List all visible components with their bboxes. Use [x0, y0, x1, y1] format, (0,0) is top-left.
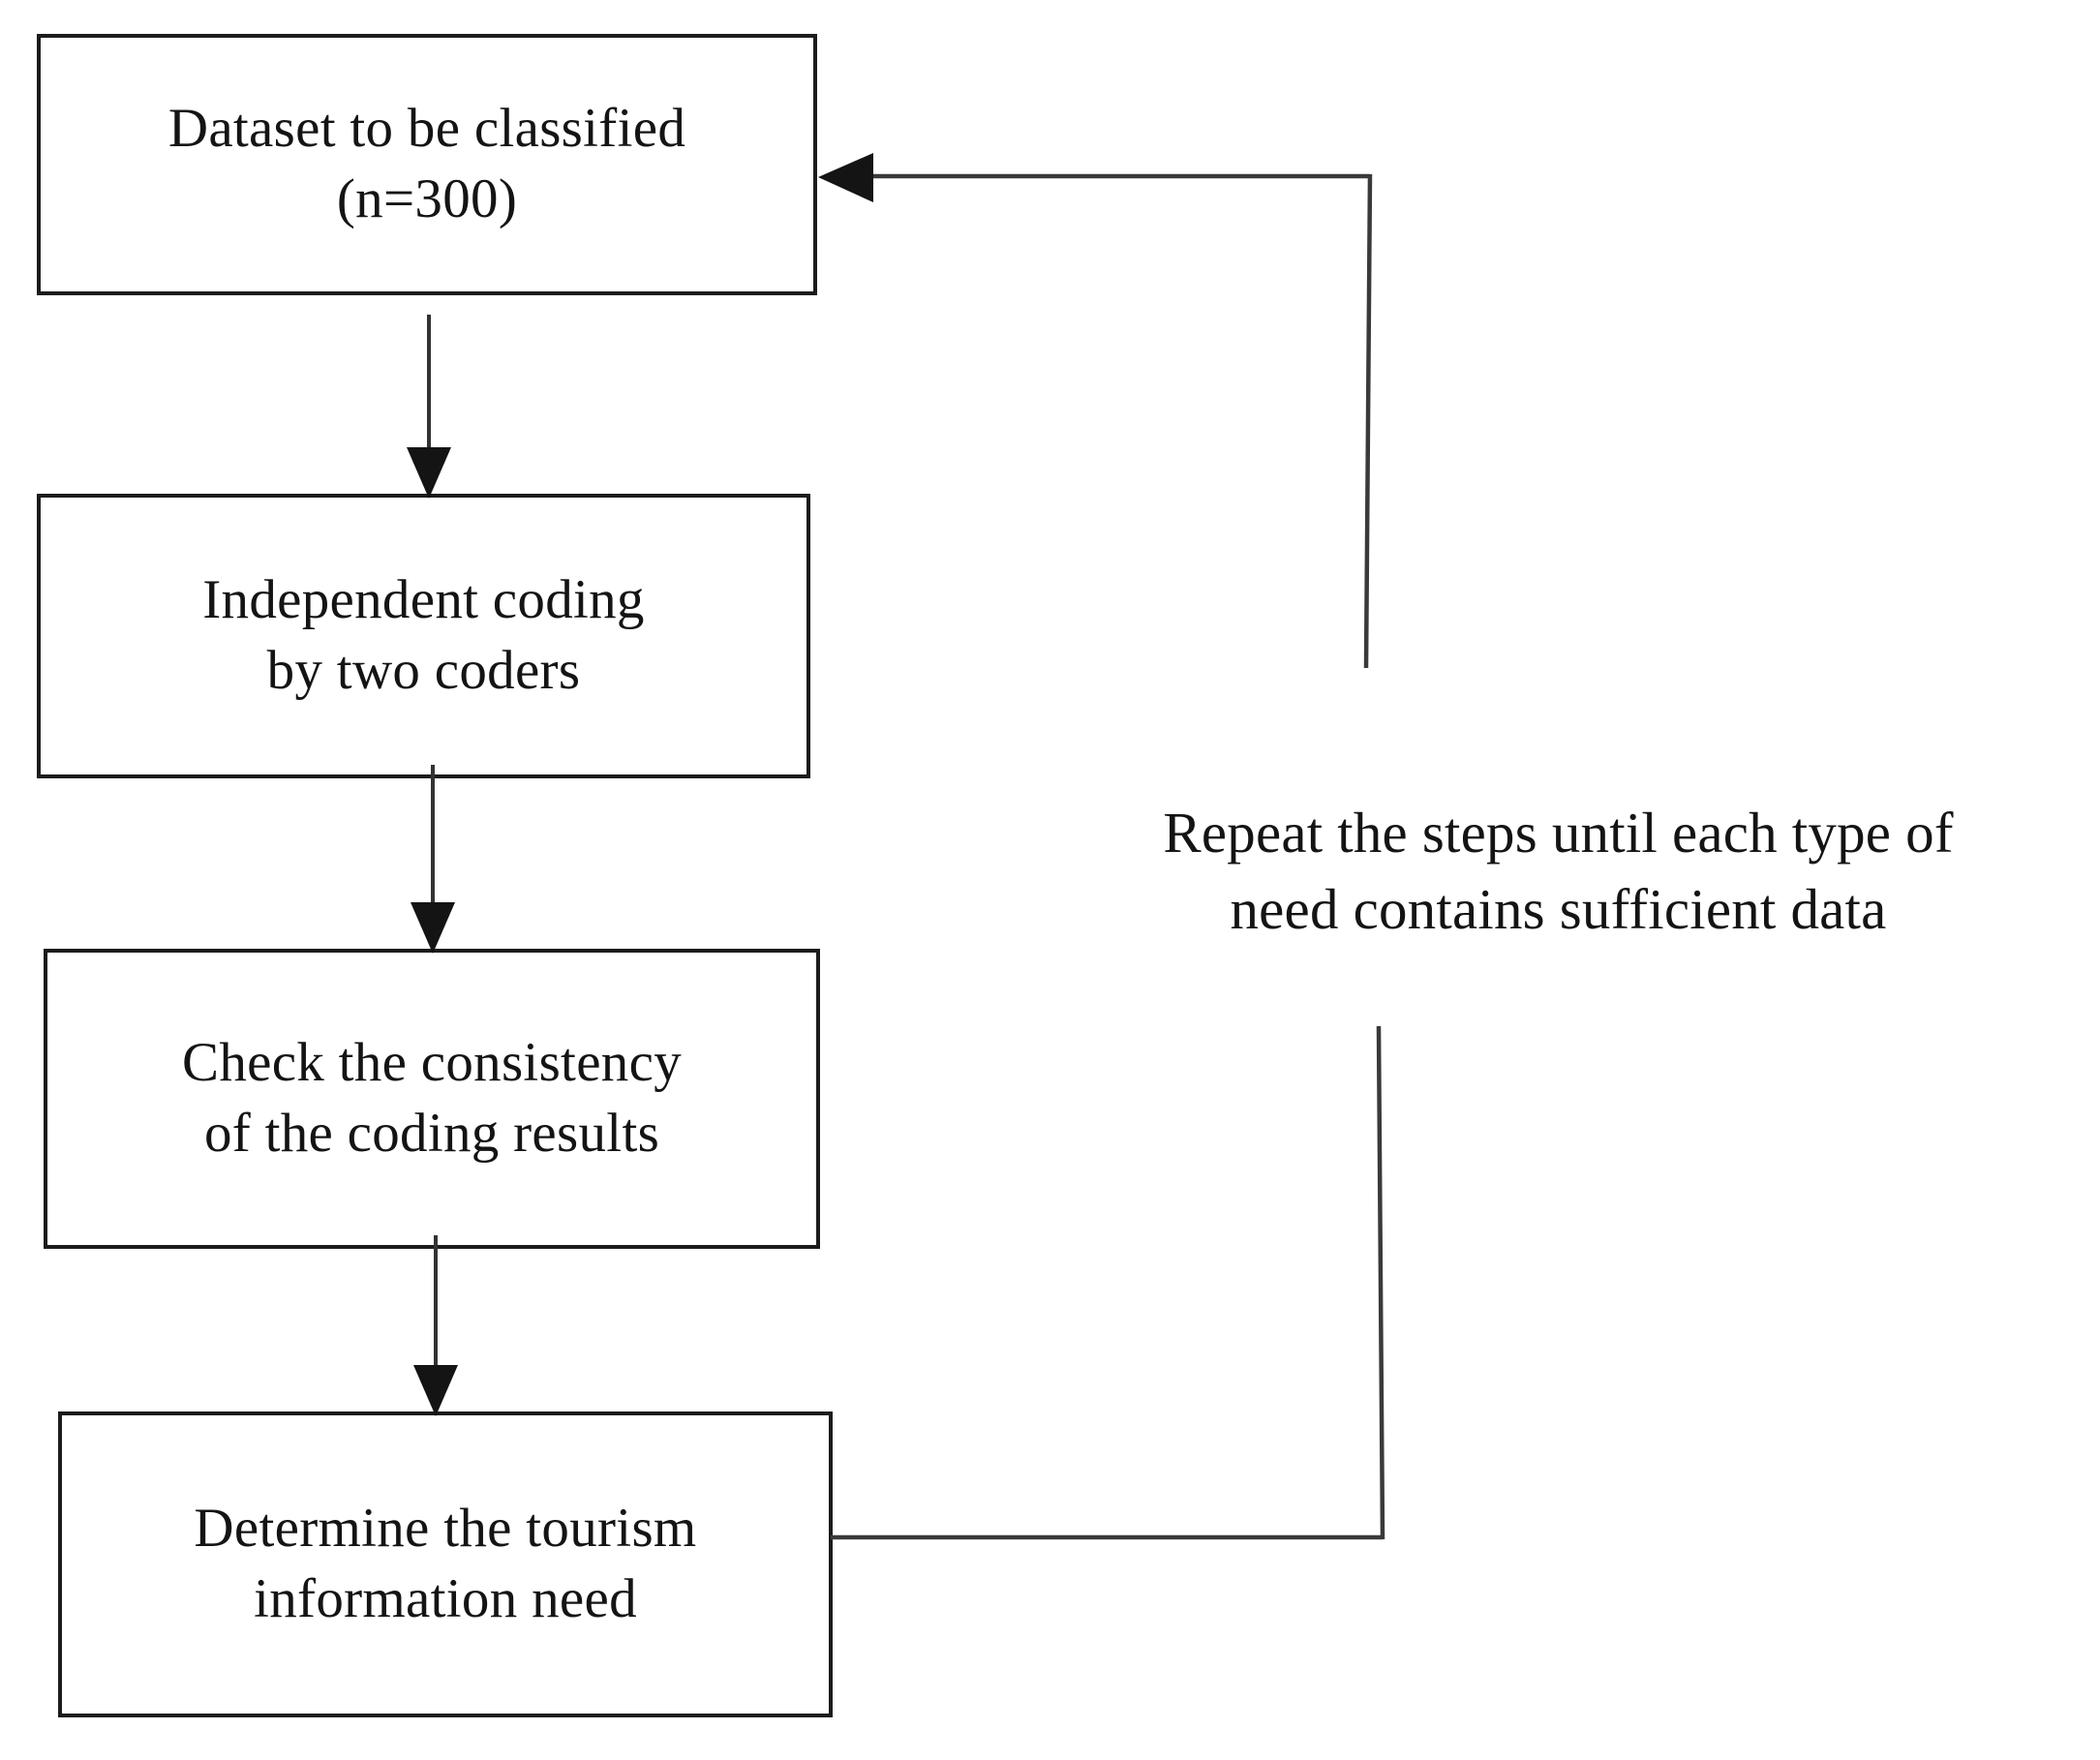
node-box-dataset[interactable]: [37, 34, 817, 295]
node-box-determine[interactable]: [58, 1411, 833, 1717]
edge-feedback-loop: [818, 153, 1385, 1540]
edge-coding-to-consistency: [411, 765, 455, 954]
arrow-head-icon: [413, 1365, 458, 1416]
arrow-head-icon: [407, 447, 451, 499]
edge-consistency-to-determine: [413, 1235, 458, 1416]
node-box-consistency[interactable]: [44, 949, 820, 1249]
node-box-coding[interactable]: [37, 494, 810, 778]
arrow-head-icon: [818, 153, 873, 202]
arrow-head-icon: [411, 902, 455, 954]
edge-dataset-to-coding: [407, 315, 451, 499]
